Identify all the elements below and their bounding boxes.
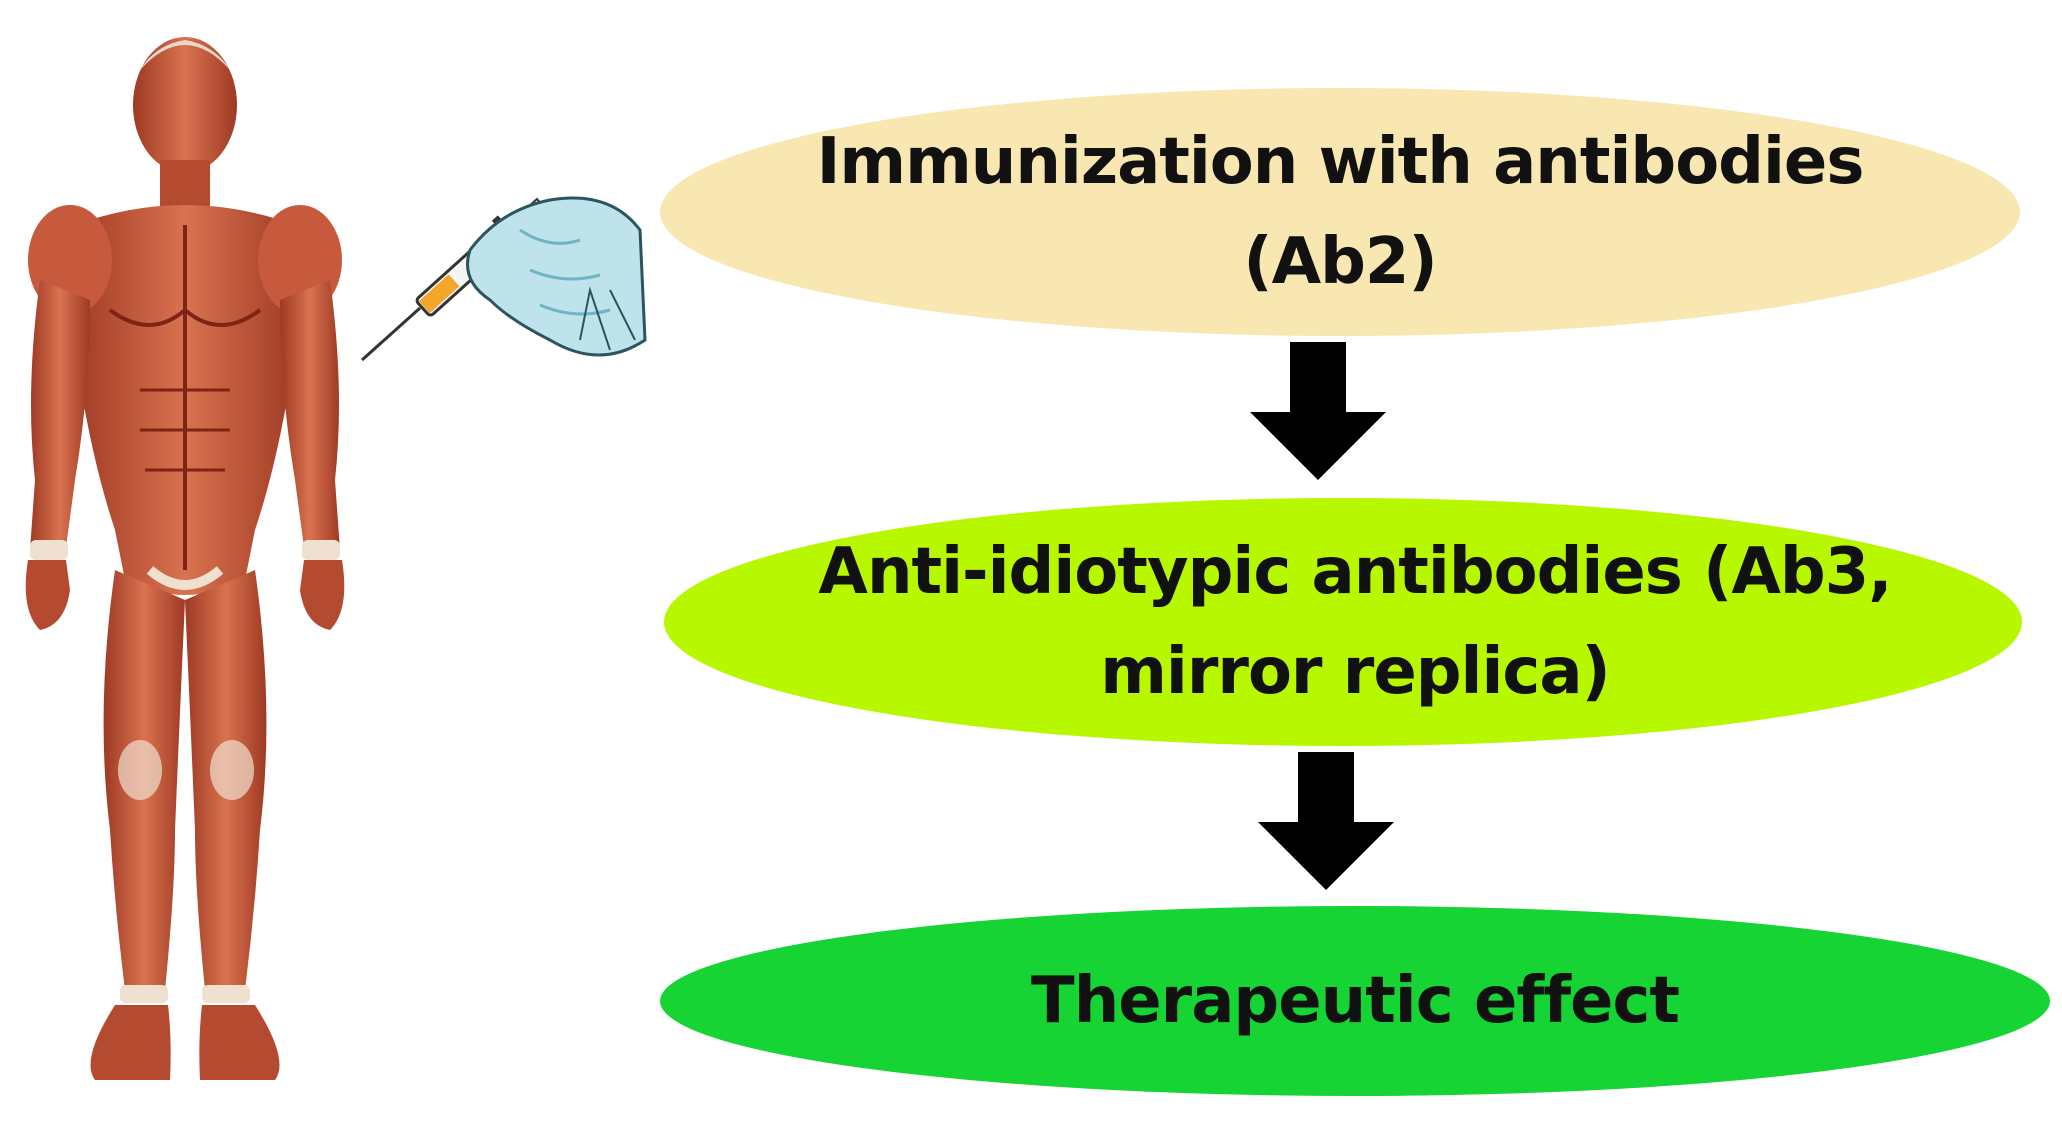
step-therapeutic: Therapeutic effect: [660, 906, 2050, 1096]
step-anti-idiotypic-line1: Anti-idiotypic antibodies (Ab3,: [818, 535, 1892, 609]
down-arrow-icon: [1258, 752, 1394, 890]
step-anti-idiotypic-line2: mirror replica): [1100, 635, 1611, 709]
arrow-shape: [1258, 752, 1394, 890]
step-therapeutic-label: Therapeutic effect: [1031, 951, 1680, 1051]
step-immunization-label: Immunization with antibodies (Ab2): [816, 112, 1865, 312]
human-muscle-figure: [25, 37, 345, 1080]
step-anti-idiotypic: Anti-idiotypic antibodies (Ab3, mirror r…: [664, 498, 2022, 746]
gloved-hand-syringe-icon: [360, 196, 647, 362]
step-immunization: Immunization with antibodies (Ab2): [660, 88, 2020, 336]
down-arrow-icon: [1250, 342, 1386, 480]
step-immunization-line1: Immunization with antibodies: [816, 125, 1865, 199]
step-therapeutic-line1: Therapeutic effect: [1031, 964, 1680, 1038]
step-immunization-line2: (Ab2): [1243, 225, 1437, 299]
step-anti-idiotypic-label: Anti-idiotypic antibodies (Ab3, mirror r…: [794, 522, 1892, 722]
arrow-shape: [1250, 342, 1386, 480]
